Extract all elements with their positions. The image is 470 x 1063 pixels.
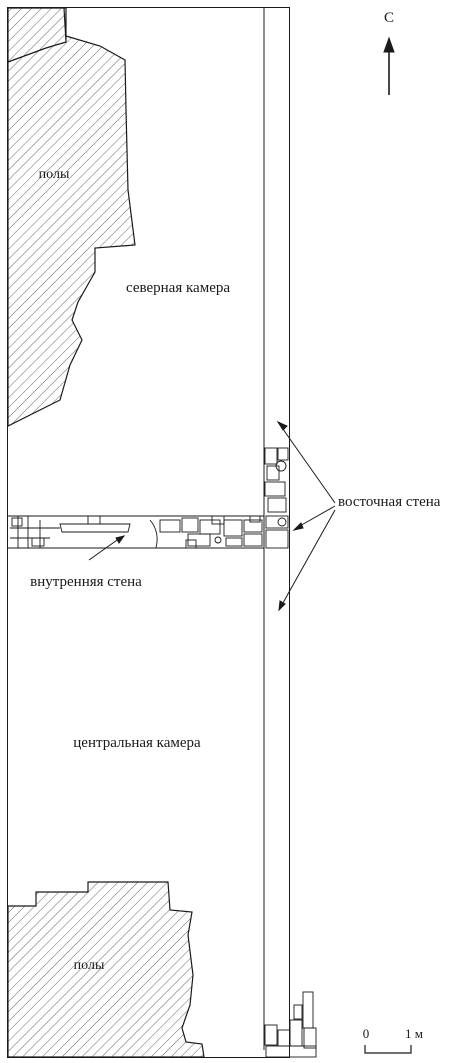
floor-north-hatch — [7, 7, 136, 427]
scale-bar-start-label: 0 — [362, 1026, 370, 1041]
north-chamber-label: северная камера — [125, 280, 231, 296]
east-wall-leaders — [276, 420, 336, 612]
scale-bar-end-label: 1 м — [405, 1026, 423, 1041]
east-wall-stones — [264, 447, 317, 1058]
north-arrow-label: С — [383, 10, 395, 26]
floor-south-label: полы — [73, 958, 105, 973]
inner-wall — [8, 515, 264, 549]
inner-wall-label: внутренняя стена — [30, 574, 142, 590]
north-arrow-icon — [383, 36, 395, 95]
scale-bar — [364, 1045, 412, 1054]
floor-north-label: полы — [38, 167, 70, 182]
central-chamber-label: центральная камера — [73, 735, 201, 751]
east-wall-label: восточная стена — [338, 494, 441, 510]
inner-wall-leader — [88, 535, 126, 561]
floor-south-hatch — [7, 881, 205, 1058]
